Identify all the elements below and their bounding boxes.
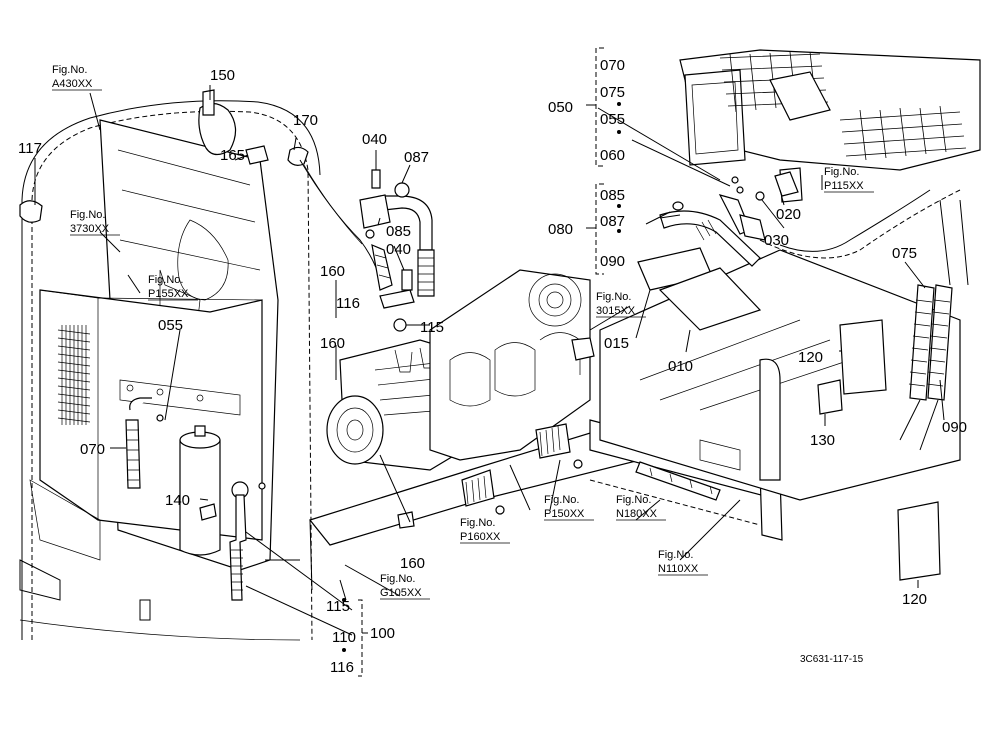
clamp-150 bbox=[198, 102, 237, 156]
box-120-upper bbox=[839, 319, 887, 395]
part-label-p087b: 087 bbox=[600, 213, 625, 230]
fig-ref-p115xx: Fig.No. P115XX bbox=[824, 166, 874, 193]
part-label-p030: 030 bbox=[764, 232, 789, 249]
part-label-p070b: 070 bbox=[600, 57, 625, 74]
part-label-p100: 100 bbox=[370, 625, 395, 642]
drawing-linework bbox=[19, 49, 981, 641]
part-label-p116a: 116 bbox=[336, 295, 360, 312]
part-label-p116b: 116 bbox=[330, 659, 354, 676]
part-label-p090b: 090 bbox=[942, 419, 967, 436]
hose-075-route bbox=[779, 189, 931, 252]
fig-ref-p160xx: Fig.No. P160XX bbox=[460, 517, 510, 544]
part-label-p055a: 055 bbox=[158, 317, 183, 334]
fig-ref-code: P150XX bbox=[544, 508, 585, 520]
fig-ref-label: Fig.No. bbox=[148, 274, 183, 286]
part-label-p010: 010 bbox=[668, 358, 693, 375]
bracket-100 bbox=[358, 599, 363, 677]
part-label-p115b: 115 bbox=[326, 598, 350, 615]
fig-ref-label: Fig.No. bbox=[616, 494, 651, 506]
box-120-lower bbox=[897, 501, 941, 581]
fig-ref-code: G105XX bbox=[380, 587, 422, 599]
group-brackets bbox=[358, 47, 604, 677]
part-label-p140: 140 bbox=[165, 492, 190, 509]
fig-ref-p155xx: Fig.No. P155XX bbox=[148, 274, 198, 301]
drawing-code: 3C631-117-15 bbox=[800, 654, 864, 665]
part-label-p085b: 085 bbox=[600, 187, 625, 204]
part-label-p055b: 055 bbox=[600, 111, 625, 128]
fig-ref-a430xx: Fig.No. A430XX bbox=[52, 64, 102, 91]
fig-ref-n180xx: Fig.No. N180XX bbox=[616, 494, 666, 521]
bracket-080 bbox=[595, 183, 604, 275]
part-label-p015: 015 bbox=[604, 335, 629, 352]
part-label-p080: 080 bbox=[548, 221, 573, 238]
condenser-fins bbox=[57, 325, 91, 425]
part-label-p087a: 087 bbox=[404, 149, 429, 166]
part-number-labels: 1501701651170400870850401601161150551600… bbox=[18, 57, 967, 676]
clamp-165 bbox=[245, 145, 269, 165]
part-label-p160a: 160 bbox=[320, 263, 345, 280]
fig-ref-label: Fig.No. bbox=[70, 209, 105, 221]
part-label-p090a: 090 bbox=[600, 253, 625, 270]
part-label-p120b: 120 bbox=[902, 591, 927, 608]
part-label-p075b: 075 bbox=[892, 245, 917, 262]
part-label-p160b: 160 bbox=[320, 335, 345, 352]
cab-outline-dashed bbox=[31, 110, 313, 641]
part-label-p040b: 040 bbox=[386, 241, 411, 258]
part-label-p070a: 070 bbox=[80, 441, 105, 458]
fig-ref-code: 3015XX bbox=[596, 305, 636, 317]
fig-ref-label: Fig.No. bbox=[658, 549, 693, 561]
part-label-p060: 060 bbox=[600, 147, 625, 164]
part-label-p075a: 075 bbox=[600, 84, 625, 101]
part-label-p117: 117 bbox=[18, 140, 42, 157]
floor-grille bbox=[839, 105, 967, 161]
part-label-p085a: 085 bbox=[386, 223, 411, 240]
fig-ref-n110xx: Fig.No. N110XX bbox=[658, 549, 708, 576]
fig-ref-code: N180XX bbox=[616, 508, 658, 520]
fig-ref-code: 3730XX bbox=[70, 223, 110, 235]
part-label-p020: 020 bbox=[776, 206, 801, 223]
hose-070-left bbox=[125, 419, 141, 489]
part-label-p150: 150 bbox=[210, 67, 235, 84]
fig-ref-label: Fig.No. bbox=[824, 166, 859, 178]
fig-ref-label: Fig.No. bbox=[544, 494, 579, 506]
part-label-p040a: 040 bbox=[362, 131, 387, 148]
fig-ref-label: Fig.No. bbox=[52, 64, 87, 76]
engine-block bbox=[429, 269, 591, 461]
fig-ref-g105xx: Fig.No. G105XX bbox=[380, 573, 430, 600]
fig-ref-code: P115XX bbox=[824, 180, 864, 192]
part-label-p160c: 160 bbox=[400, 555, 425, 572]
box-130 bbox=[817, 379, 843, 415]
group-dots bbox=[342, 102, 621, 652]
fig-ref-label: Fig.No. bbox=[596, 291, 631, 303]
fig-ref-3015xx: Fig.No. 3015XX bbox=[596, 291, 646, 318]
clamp-170 bbox=[287, 146, 309, 166]
fig-ref-code: P160XX bbox=[460, 531, 501, 543]
condenser-unit bbox=[39, 289, 263, 541]
fig-ref-code: N110XX bbox=[658, 563, 699, 575]
part-label-p110: 110 bbox=[332, 629, 356, 646]
part-label-p170: 170 bbox=[293, 112, 318, 129]
filter-010 bbox=[658, 267, 762, 331]
fig-ref-code: A430XX bbox=[52, 78, 93, 90]
clamp-117 bbox=[19, 200, 43, 223]
fig-ref-code: P155XX bbox=[148, 288, 189, 300]
part-label-p115a: 115 bbox=[420, 319, 444, 336]
bracket-050 bbox=[595, 47, 604, 167]
part-label-p050: 050 bbox=[548, 99, 573, 116]
fig-ref-p150xx: Fig.No. P150XX bbox=[544, 494, 594, 521]
fig-ref-label: Fig.No. bbox=[380, 573, 415, 585]
part-label-p130: 130 bbox=[810, 432, 835, 449]
fig-ref-label: Fig.No. bbox=[460, 517, 495, 529]
part-label-p120a: 120 bbox=[798, 349, 823, 366]
hose-087-coil bbox=[417, 249, 435, 297]
fig-ref-3730xx: Fig.No. 3730XX bbox=[70, 209, 120, 236]
part-label-p165: 165 bbox=[220, 147, 245, 164]
figure-reference-labels: Fig.No.A430XXFig.No.3730XXFig.No.P155XXF… bbox=[52, 64, 874, 600]
